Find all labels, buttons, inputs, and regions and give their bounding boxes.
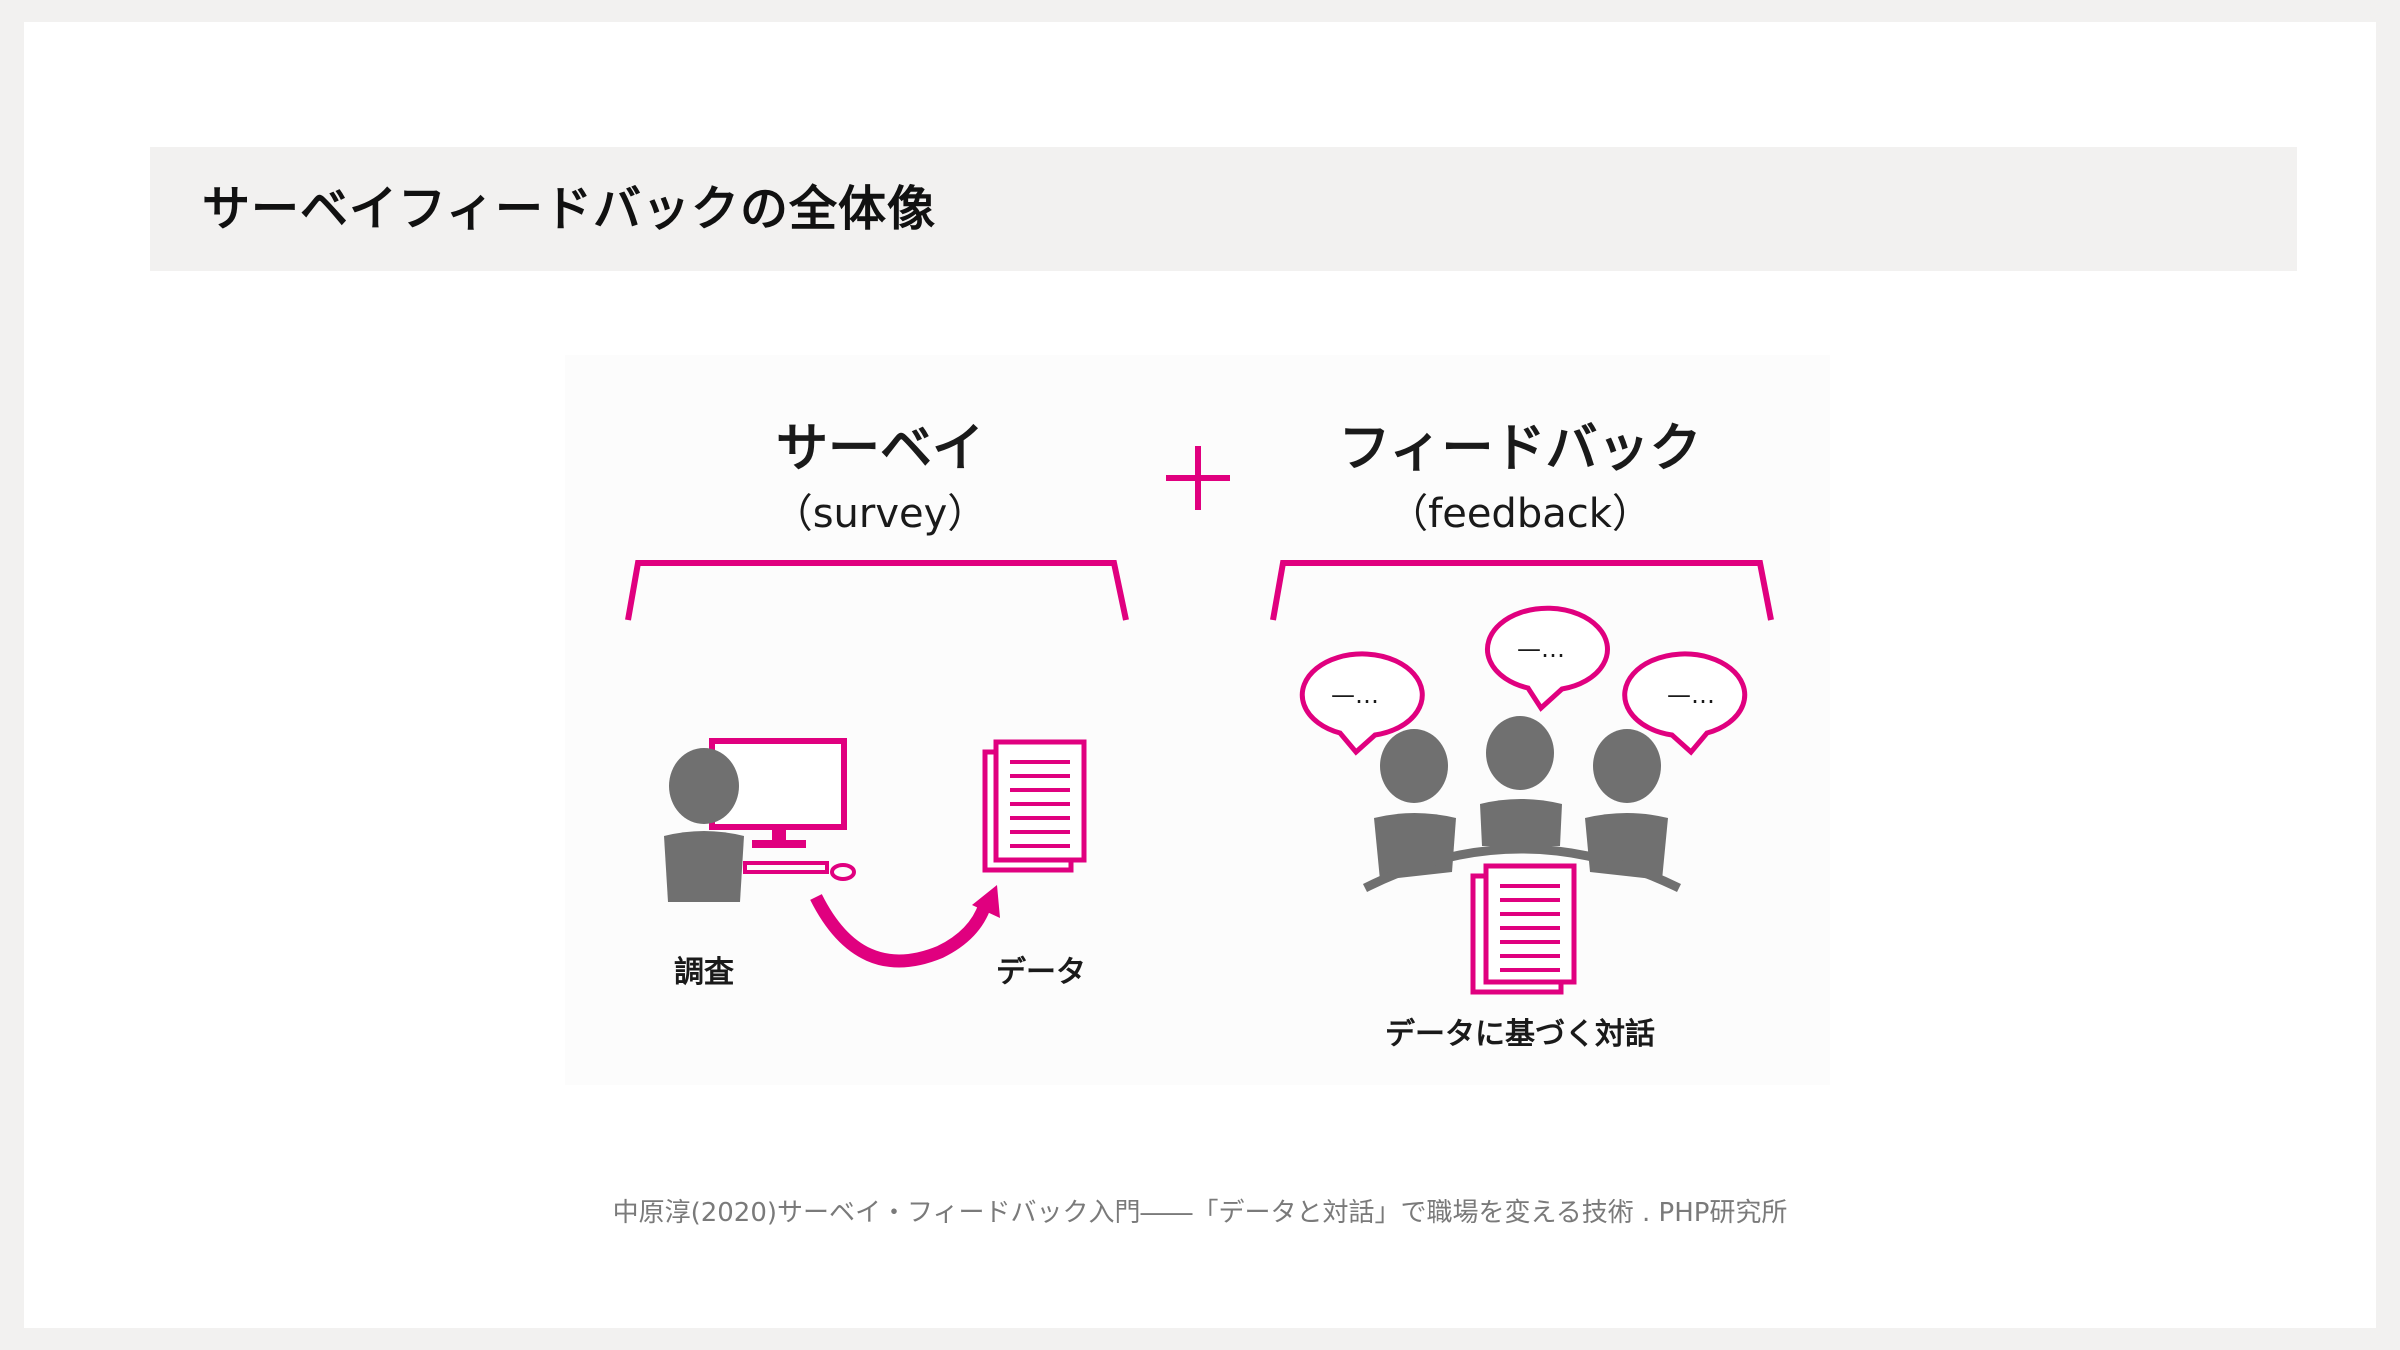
person-at-computer-icon — [664, 738, 856, 902]
survey-heading: サーベイ — [776, 419, 984, 479]
slide-title: サーベイフィードバックの全体像 — [202, 181, 937, 237]
plus-icon — [1166, 446, 1230, 510]
label-dialogue: データに基づく対話 — [1385, 1017, 1655, 1052]
meeting-people-icon — [1362, 716, 1681, 893]
label-research: 調査 — [674, 955, 734, 990]
svg-text:—…: —… — [1331, 681, 1379, 709]
speech-bubble-icon: —… — [1484, 605, 1610, 712]
speech-bubble-icon: —… — [1299, 651, 1425, 756]
citation-caption: 中原淳(2020)サーベイ・フィードバック入門――「データと対話」で職場を変える… — [612, 1198, 1788, 1228]
speech-bubble-icon: —… — [1622, 651, 1748, 756]
feedback-bracket — [1270, 560, 1774, 621]
svg-text:—…: —… — [1667, 681, 1715, 709]
data-document-icon — [982, 739, 1087, 873]
svg-text:—…: —… — [1517, 635, 1565, 663]
feedback-heading: フィードバック — [1339, 419, 1702, 479]
arrowhead — [972, 885, 1000, 918]
slide: サーベイフィードバックの全体像 — [24, 22, 2376, 1328]
feedback-subheading: （feedback） — [1388, 491, 1652, 537]
meeting-document-icon — [1470, 863, 1577, 995]
arrow-icon — [810, 894, 992, 968]
title-bar: サーベイフィードバックの全体像 — [150, 147, 2297, 271]
survey-subheading: （survey） — [773, 491, 988, 537]
label-data: データ — [996, 955, 1086, 990]
survey-bracket — [625, 560, 1129, 621]
